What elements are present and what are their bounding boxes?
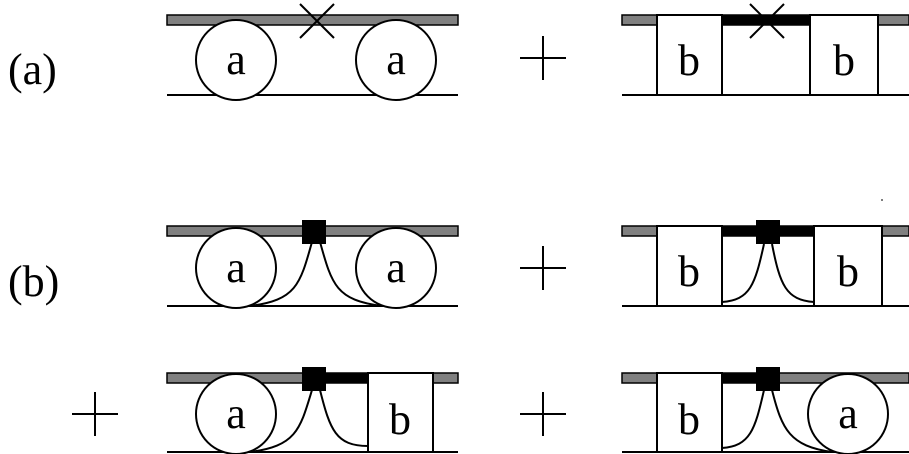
diagram-b2-2: b a — [621, 367, 909, 454]
connector-line — [249, 389, 313, 453]
connector-line — [721, 389, 765, 449]
box-node — [656, 372, 723, 453]
plus-sign — [520, 36, 566, 80]
vertex-square — [302, 367, 326, 391]
node-label: b — [837, 247, 859, 296]
connector-line — [319, 241, 383, 307]
connector-line — [771, 389, 833, 453]
circle-node — [195, 19, 277, 101]
label-b: (b) — [8, 257, 59, 306]
box-node — [367, 372, 434, 453]
node-label: a — [838, 389, 858, 438]
node-label: b — [389, 395, 411, 444]
node-label: a — [226, 243, 246, 292]
circle-node — [195, 227, 277, 309]
diagram-b1-2: b b — [621, 220, 909, 307]
box-node — [656, 225, 723, 307]
thick-black-segment — [722, 373, 758, 383]
plus-sign — [520, 392, 566, 436]
vertex-square — [756, 367, 780, 391]
connector-line — [721, 243, 765, 303]
plus-sign — [72, 392, 118, 436]
connector-line — [319, 389, 369, 447]
label-a: (a) — [8, 45, 57, 94]
node-label: a — [226, 389, 246, 438]
cross-mark — [299, 3, 335, 39]
connector-line — [249, 241, 313, 307]
node-label: b — [678, 247, 700, 296]
connector-line — [771, 243, 815, 303]
diagram-b1-1: a a — [166, 220, 459, 309]
node-label: a — [386, 243, 406, 292]
circle-node — [807, 373, 889, 454]
cross-mark — [749, 3, 785, 39]
stray-dot — [881, 199, 883, 201]
vertex-square — [302, 220, 326, 244]
diagram-b2-1: a b — [166, 367, 459, 454]
thick-black-segment — [326, 373, 368, 383]
circle-node — [355, 19, 437, 101]
circle-node — [195, 373, 277, 454]
node-label: a — [226, 35, 246, 84]
box-node — [809, 14, 879, 96]
diagram-a2: b b — [621, 3, 909, 96]
plus-sign — [520, 246, 566, 290]
vertex-square — [756, 220, 780, 244]
node-label: b — [678, 36, 700, 85]
node-label: a — [386, 35, 406, 84]
diagram-a1: a a — [166, 3, 459, 101]
node-label: b — [678, 395, 700, 444]
node-label: b — [833, 36, 855, 85]
box-node — [813, 225, 883, 307]
box-node — [656, 14, 723, 96]
circle-node — [355, 227, 437, 309]
